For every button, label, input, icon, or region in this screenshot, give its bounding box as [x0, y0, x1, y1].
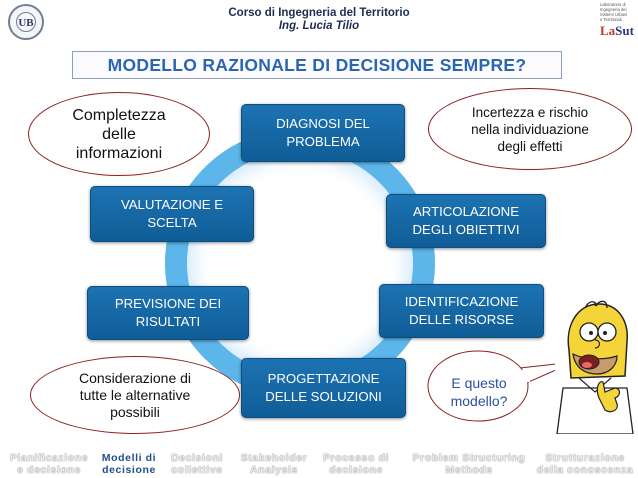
- university-logo-text: UB: [16, 12, 36, 32]
- lab-logo-mark: LaSut: [600, 23, 634, 38]
- cartoon-character-illustration: [555, 296, 635, 434]
- speech-bubble: [427, 350, 575, 422]
- lab-logo-caption: Laboratorio di Ingegneria dei Sistemi Ur…: [600, 2, 628, 22]
- lab-logo: Laboratorio di Ingegneria dei Sistemi Ur…: [600, 2, 636, 46]
- cycle-ring-glow: [187, 150, 413, 376]
- slide-title: MODELLO RAZIONALE DI DECISIONE SEMPRE?: [107, 55, 527, 75]
- speech-bubble-text: E questo modello?: [450, 375, 508, 409]
- course-title: Corso di Ingegneria del Territorio: [228, 7, 410, 19]
- university-logo: UB: [8, 4, 44, 40]
- instructor-name: Ing. Lucia Tilio: [278, 20, 360, 32]
- slide-title-frame: [72, 51, 562, 79]
- footer-nav: [0, 446, 638, 478]
